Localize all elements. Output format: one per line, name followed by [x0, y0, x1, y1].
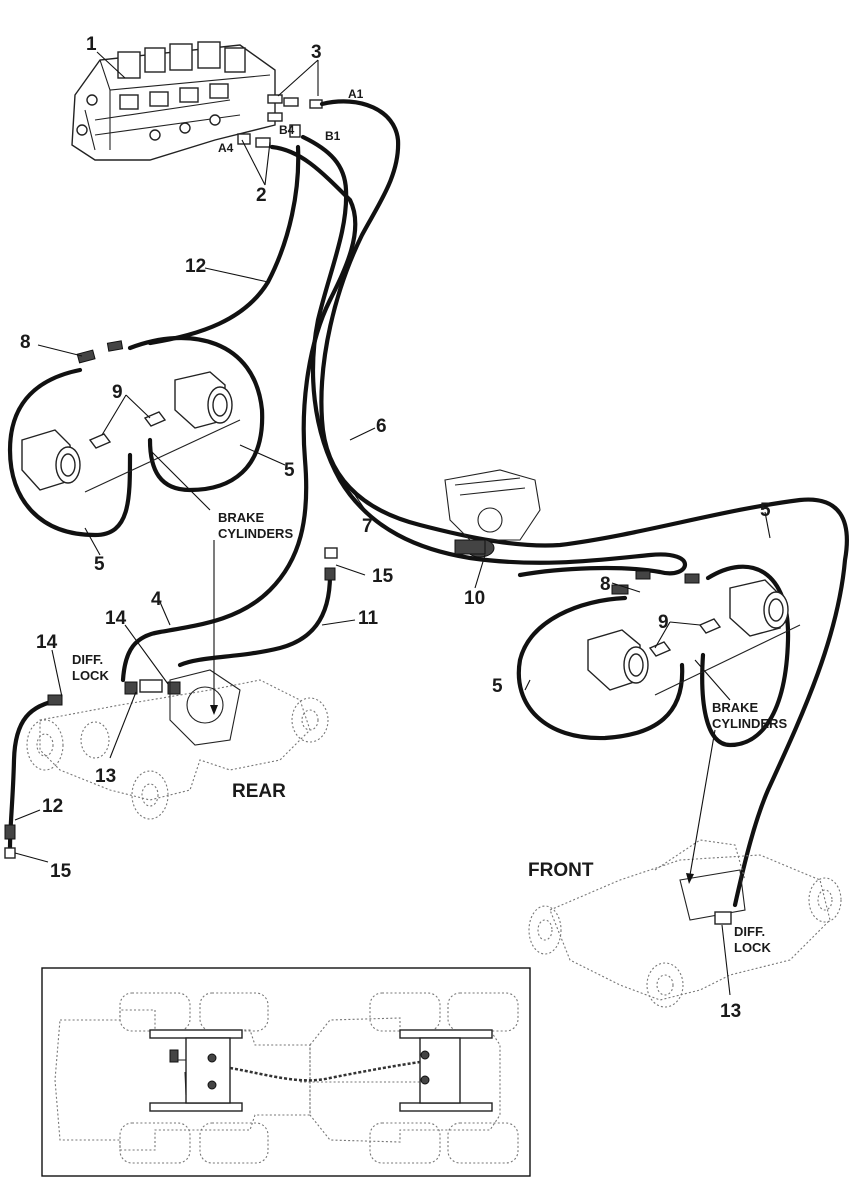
axle-label-front: FRONT: [528, 860, 594, 881]
hose-a1: [319, 99, 849, 908]
callout-7: 7: [362, 516, 373, 537]
callout-15-upper: 15: [372, 566, 394, 587]
port-a4: A4: [218, 141, 234, 155]
caption-rear-brake-1: BRAKE: [218, 510, 265, 525]
axle-label-rear: REAR: [232, 781, 286, 802]
callout-5-front-left: 5: [492, 676, 503, 697]
hose-a4: [147, 144, 301, 346]
callout-1: 1: [86, 34, 97, 55]
callout-8-front: 8: [600, 574, 611, 595]
hose-b4: [120, 144, 358, 683]
captions: BRAKE CYLINDERS BRAKE CYLINDERS DIFF. LO…: [72, 510, 787, 955]
front-axle: [528, 839, 842, 1008]
caption-rear-diff-1: DIFF.: [72, 652, 103, 667]
callout-10: 10: [464, 588, 485, 609]
caption-rear-diff-2: LOCK: [72, 668, 109, 683]
callout-numbers: 1 2 3 4 5 5 5 5 6 7 8 8 9 9 10 11 12 12 …: [20, 34, 771, 1022]
callout-3: 3: [311, 42, 322, 63]
callout-4: 4: [151, 589, 162, 610]
hose-rear-loop-2: [127, 335, 265, 493]
caption-front-brake-2: CYLINDERS: [712, 716, 787, 731]
callout-12-lower: 12: [42, 796, 63, 817]
hose-lines: [7, 99, 849, 908]
port-b1: B1: [325, 129, 341, 143]
rotary-joint: [444, 469, 541, 558]
callout-11: 11: [358, 608, 379, 629]
port-labels: A1 A4 B1 B4: [218, 87, 364, 155]
callout-13-front: 13: [720, 1001, 741, 1022]
callout-8-rear: 8: [20, 332, 31, 353]
callout-9-rear: 9: [112, 382, 123, 403]
rear-brake-cylinder-right: [143, 371, 233, 429]
callout-9-front: 9: [658, 612, 669, 633]
control-valve-block: [71, 41, 323, 161]
callout-14-left: 14: [36, 632, 58, 653]
callout-15-lower: 15: [50, 861, 72, 882]
hose-rear-loop: [7, 367, 133, 538]
hose-11: [177, 572, 333, 668]
rear-brake-cylinder-left: [21, 429, 112, 491]
callout-14-right: 14: [105, 608, 127, 629]
caption-front-brake-1: BRAKE: [712, 700, 759, 715]
front-brake-cylinder-right: [698, 579, 789, 637]
caption-front-diff-2: LOCK: [734, 940, 771, 955]
leader-lines: [14, 51, 771, 996]
callout-5-rear-left: 5: [94, 554, 105, 575]
port-b4: B4: [279, 123, 295, 137]
callout-13-rear: 13: [95, 766, 116, 787]
caption-front-diff-1: DIFF.: [734, 924, 765, 939]
port-a1: A1: [348, 87, 364, 101]
hose-b1: [300, 134, 687, 578]
callout-6: 6: [376, 416, 387, 437]
caption-rear-brake-2: CYLINDERS: [218, 526, 293, 541]
hose-front-loop: [516, 595, 685, 741]
callout-5-front-right: 5: [760, 500, 771, 521]
hose-front-loop-2: [700, 564, 791, 748]
callout-2: 2: [256, 185, 267, 206]
brake-cylinder-arrows: [149, 449, 731, 884]
rear-axle: [26, 669, 329, 820]
vehicle-top-view-inset: [41, 967, 531, 1177]
front-brake-cylinder-left: [587, 629, 672, 691]
callout-12-upper: 12: [185, 256, 206, 277]
callout-5-rear-right: 5: [284, 460, 295, 481]
